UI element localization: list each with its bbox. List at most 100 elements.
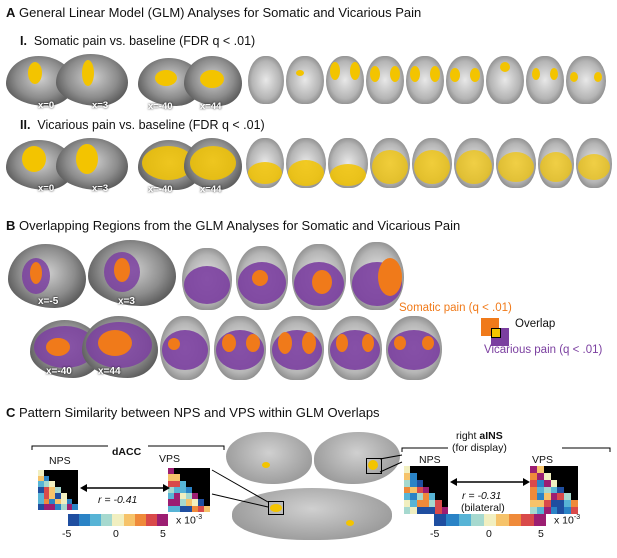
matrix-cell bbox=[429, 466, 436, 473]
left-arrow bbox=[80, 484, 170, 492]
matrix-cell bbox=[180, 486, 186, 494]
matrix-cell bbox=[422, 507, 430, 514]
matrix-cell bbox=[536, 500, 544, 508]
matrix-cell bbox=[204, 474, 210, 481]
matrix-cell bbox=[174, 474, 180, 481]
coord-label: x=-40 bbox=[148, 184, 173, 195]
coord-label: x=-40 bbox=[148, 101, 173, 112]
coord-label: x=44 bbox=[200, 184, 222, 195]
matrix-cell bbox=[435, 466, 442, 473]
matrix-cell bbox=[435, 486, 442, 494]
matrix-cell bbox=[43, 492, 50, 499]
matrix-cell bbox=[435, 507, 442, 514]
left-region-label: dACC bbox=[112, 446, 142, 458]
matrix-cell bbox=[435, 479, 442, 487]
matrix-cell bbox=[416, 493, 423, 501]
matrix-cell bbox=[435, 500, 442, 508]
right-brackets bbox=[401, 447, 611, 452]
colorbar-tick: -5 bbox=[430, 528, 440, 540]
matrix-cell bbox=[55, 492, 61, 499]
matrix-cell bbox=[168, 493, 174, 500]
matrix-cell bbox=[66, 504, 73, 510]
matrix-cell bbox=[550, 486, 558, 494]
section-c-letter: C bbox=[6, 405, 16, 420]
matrix-cell bbox=[536, 479, 544, 487]
matrix-cell bbox=[435, 472, 442, 480]
matrix-cell bbox=[550, 479, 558, 487]
colorbar-unit: x 10-3 bbox=[554, 514, 581, 527]
legend-vicarious: Vicarious pain (q < .01) bbox=[484, 344, 603, 356]
matrix-cell bbox=[204, 499, 210, 506]
right-nps-matrix bbox=[404, 466, 448, 514]
matrix-cell bbox=[66, 492, 73, 499]
matrix-cell bbox=[550, 507, 558, 514]
matrix-cell bbox=[571, 479, 578, 487]
matrix-cell bbox=[43, 475, 50, 482]
matrix-cell bbox=[60, 481, 67, 488]
matrix-cell bbox=[429, 472, 436, 480]
matrix-cell bbox=[429, 507, 436, 514]
matrix-cell bbox=[168, 499, 174, 506]
matrix-cell bbox=[404, 486, 411, 494]
left-brackets bbox=[31, 445, 225, 450]
coord-label: x=3 bbox=[92, 183, 109, 194]
matrix-cell bbox=[55, 475, 61, 482]
matrix-cell bbox=[174, 505, 180, 512]
matrix-cell bbox=[571, 500, 578, 508]
matrix-cell bbox=[543, 486, 551, 494]
matrix-cell bbox=[192, 499, 198, 506]
matrix-cell bbox=[60, 487, 67, 493]
section-a-letter: A bbox=[6, 5, 16, 20]
coord-label: x=0 bbox=[38, 100, 55, 111]
matrix-cell bbox=[422, 466, 430, 473]
matrix-cell bbox=[557, 479, 565, 487]
matrix-cell bbox=[422, 486, 430, 494]
matrix-cell bbox=[564, 486, 572, 494]
matrix-cell bbox=[564, 507, 572, 514]
matrix-cell bbox=[404, 479, 411, 487]
right-region-note: (for display) bbox=[452, 442, 507, 454]
matrix-cell bbox=[198, 474, 204, 481]
matrix-cell bbox=[66, 470, 73, 476]
matrix-cell bbox=[60, 498, 67, 505]
matrix-cell bbox=[441, 479, 448, 487]
matrix-cell bbox=[564, 472, 572, 480]
coord-label: x=3 bbox=[92, 100, 109, 111]
matrix-cell bbox=[571, 486, 578, 494]
matrix-cell bbox=[536, 507, 544, 514]
matrix-cell bbox=[174, 486, 180, 494]
dacc-roi-box bbox=[268, 501, 284, 515]
matrix-cell bbox=[543, 500, 551, 508]
matrix-cell bbox=[416, 466, 423, 473]
matrix-cell bbox=[198, 480, 204, 487]
matrix-cell bbox=[550, 493, 558, 501]
matrix-cell bbox=[557, 500, 565, 508]
matrix-cell bbox=[204, 468, 210, 475]
matrix-cell bbox=[60, 475, 67, 482]
matrix-cell bbox=[429, 479, 436, 487]
matrix-cell bbox=[564, 479, 572, 487]
coord-label: x=3 bbox=[118, 296, 135, 307]
matrix-cell bbox=[66, 487, 73, 493]
matrix-cell bbox=[416, 479, 423, 487]
matrix-cell bbox=[43, 470, 50, 476]
matrix-cell bbox=[72, 504, 78, 510]
right-vps-label: VPS bbox=[532, 454, 554, 466]
row2-title: II. Vicarious pain vs. baseline (FDR q <… bbox=[20, 118, 265, 132]
matrix-cell bbox=[49, 487, 56, 493]
section-b-title: B Overlapping Regions from the GLM Analy… bbox=[6, 218, 461, 233]
matrix-cell bbox=[564, 493, 572, 501]
matrix-cell bbox=[66, 475, 73, 482]
matrix-cell bbox=[180, 480, 186, 487]
matrix-cell bbox=[174, 493, 180, 500]
matrix-cell bbox=[536, 493, 544, 501]
colorbar-tick: -5 bbox=[62, 528, 72, 540]
matrix-cell bbox=[60, 470, 67, 476]
matrix-cell bbox=[416, 486, 423, 494]
right-colorbar bbox=[434, 514, 546, 526]
matrix-cell bbox=[49, 470, 56, 476]
matrix-cell bbox=[543, 466, 551, 473]
matrix-cell bbox=[410, 479, 417, 487]
matrix-cell bbox=[404, 466, 411, 473]
matrix-cell bbox=[168, 486, 174, 494]
